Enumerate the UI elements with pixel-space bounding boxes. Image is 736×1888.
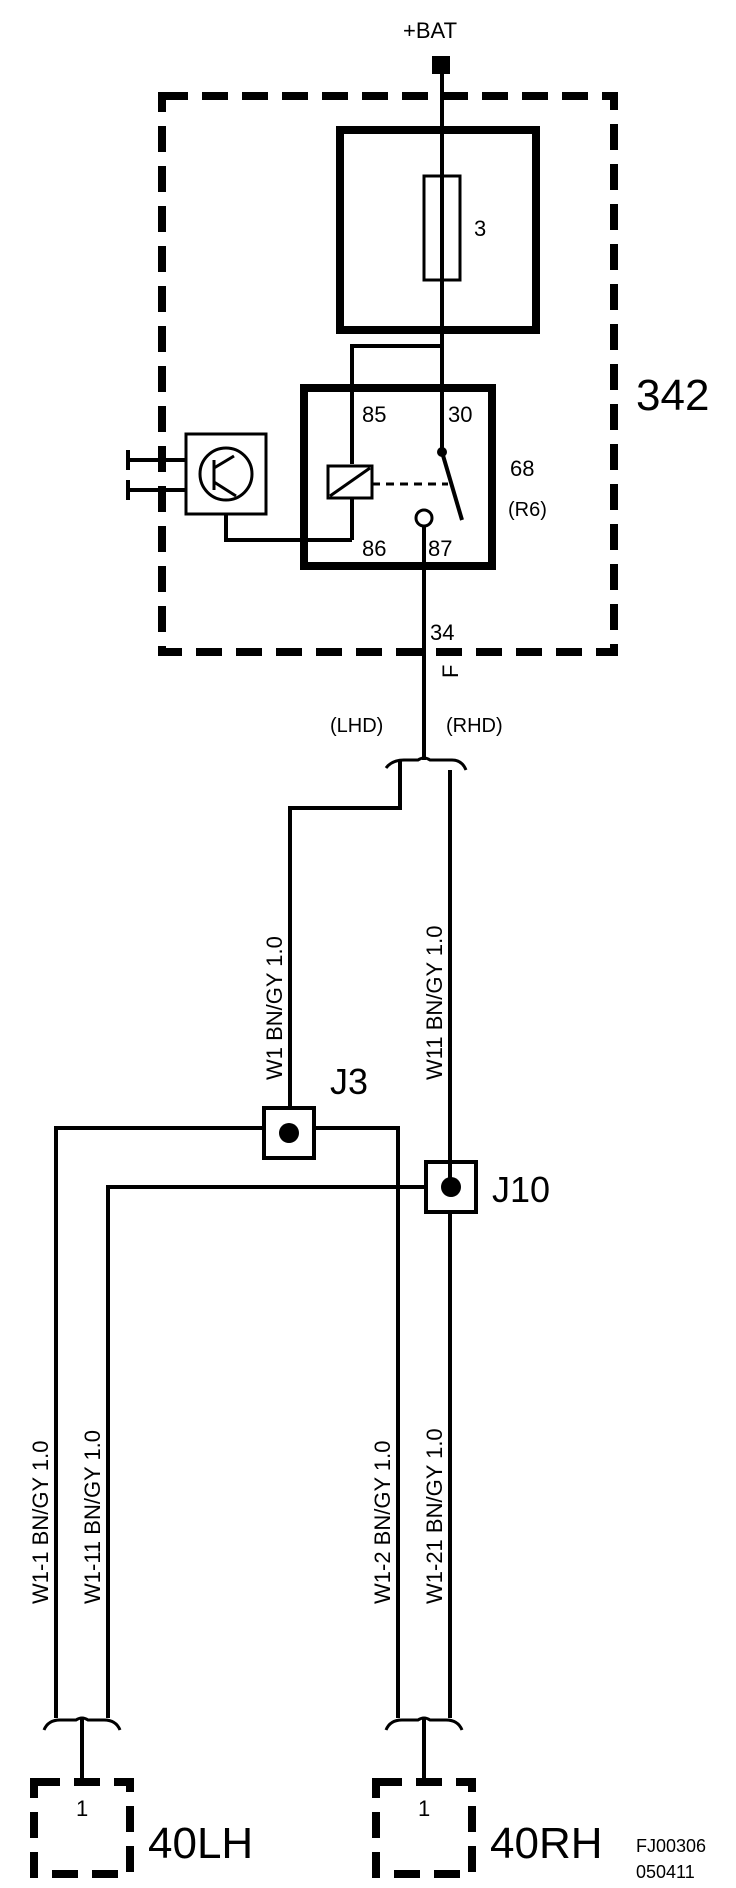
wire-w1-11-label: W1-11 BN/GY 1.0	[80, 1430, 105, 1604]
fuse-housing	[336, 126, 540, 334]
module-outline	[158, 92, 618, 656]
fuse-number: 3	[474, 216, 486, 241]
battery-terminal	[432, 56, 450, 74]
junction-j3-label: J3	[330, 1061, 368, 1102]
wire-w1-2-label: W1-2 BN/GY 1.0	[370, 1441, 395, 1604]
wire-w11-label: W11 BN/GY 1.0	[422, 926, 447, 1080]
connector-40rh-id: 40RH	[490, 1819, 603, 1868]
connector-40rh-pin: 1	[418, 1796, 430, 1821]
output-wire-number: 34	[430, 620, 454, 645]
relay-id: 68	[510, 456, 534, 481]
output-pin-label: F	[438, 665, 463, 678]
variant-rhd: (RHD)	[446, 715, 503, 737]
wire-w1	[288, 760, 402, 1140]
supply-label: +BAT	[403, 18, 457, 43]
relay-pin-87: 87	[428, 536, 452, 561]
coil-feed-wire	[350, 344, 442, 464]
relay-contact-87	[414, 508, 434, 528]
control-unit	[184, 432, 268, 516]
wire-w1-21-label: W1-21 BN/GY 1.0	[422, 1428, 447, 1604]
connector-40lh-outline	[30, 1778, 134, 1878]
wire-w1-11-run	[106, 1185, 426, 1718]
wire-w1-label: W1 BN/GY 1.0	[262, 936, 287, 1080]
transistor-icon	[198, 446, 254, 502]
transistor-emitter	[213, 480, 237, 498]
control-to-pin86-wire	[224, 514, 352, 542]
relay-pin-85: 85	[362, 402, 386, 427]
junction-j10-dot	[441, 1177, 461, 1197]
wire-w1-1-label: W1-1 BN/GY 1.0	[28, 1441, 53, 1604]
variant-split-bracket	[384, 756, 468, 771]
transistor-collector	[213, 454, 235, 470]
relay-pin-86: 86	[362, 536, 386, 561]
connector-40lh-pin: 1	[76, 1796, 88, 1821]
connector-40rh-outline	[372, 1778, 476, 1878]
relay-coil-diagonal	[329, 466, 371, 498]
connector-40lh-id: 40LH	[148, 1819, 253, 1868]
relay-pin-30: 30	[448, 402, 472, 427]
junction-j10-label: J10	[492, 1169, 550, 1210]
drawing-code: FJ00306	[636, 1836, 706, 1856]
wire-w1-2-run	[314, 1126, 400, 1718]
relay-body	[300, 384, 496, 570]
module-id: 342	[636, 371, 709, 420]
wire-w1-1-run	[54, 1126, 264, 1718]
variant-lhd: (LHD)	[330, 715, 383, 737]
junction-j3-dot	[279, 1123, 299, 1143]
relay-alt-id: (R6)	[508, 499, 547, 521]
drawing-date: 050411	[636, 1862, 695, 1882]
relay-contact-arm	[440, 451, 464, 521]
